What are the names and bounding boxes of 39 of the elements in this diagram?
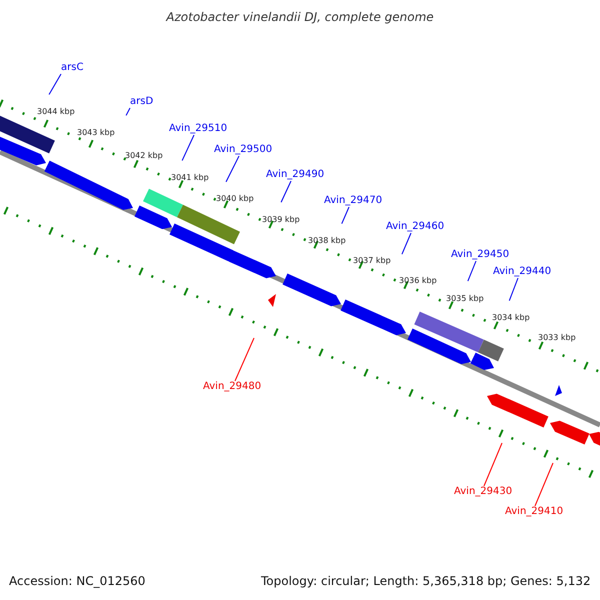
leader-line: [467, 260, 476, 282]
scale-label: 3038 kbp: [308, 235, 346, 247]
leader-line: [234, 338, 254, 382]
scale-label: 3036 kbp: [399, 275, 437, 287]
leader-line: [401, 232, 412, 255]
title: Azotobacter vinelandii DJ, complete genome: [164, 11, 435, 23]
scale-label: 3037 kbp: [353, 255, 391, 267]
gene-label: Avin_29480: [203, 381, 262, 393]
scale-label: 3039 kbp: [262, 214, 300, 226]
leader-line: [226, 156, 240, 182]
scale-label: 3044 kbp: [37, 106, 75, 118]
scale-label: 3043 kbp: [77, 127, 115, 139]
leader-line: [534, 462, 554, 506]
leader-line: [182, 134, 194, 162]
scale-label: 3041 kbp: [171, 172, 209, 184]
leader-line: [280, 180, 292, 203]
gene-label: arsD: [130, 96, 154, 108]
gene-label: Avin_29510: [169, 123, 228, 135]
gene-label: arsC: [61, 62, 84, 74]
scale-label: 3042 kbp: [125, 150, 163, 162]
gene-label: Avin_29500: [214, 144, 272, 156]
gene-label: Avin_29440: [493, 266, 552, 278]
gene-label: Avin_29470: [324, 195, 382, 207]
leader-line: [484, 442, 502, 486]
genome-stats-text: Topology: circular; Length: 5,365,318 bp; Genes: 5,132: [261, 575, 591, 587]
scale-label: 3034 kbp: [492, 312, 530, 324]
gene-label: Avin_29490: [266, 169, 324, 181]
scale-label: 3040 kbp: [216, 193, 254, 205]
gene-label: Avin_29450: [451, 249, 510, 261]
scale-label: 3033 kbp: [538, 332, 576, 344]
scale-label: 3035 kbp: [446, 293, 484, 305]
leader-line: [48, 74, 62, 95]
leader-line: [341, 206, 350, 224]
leader-line: [126, 108, 130, 116]
gene-label: Avin_29460: [386, 221, 444, 233]
accession-text: Accession: NC_012560: [9, 575, 146, 587]
leader-line: [508, 278, 518, 302]
gene-label: Avin_29410: [505, 506, 564, 518]
gene-label: Avin_29430: [454, 486, 512, 498]
